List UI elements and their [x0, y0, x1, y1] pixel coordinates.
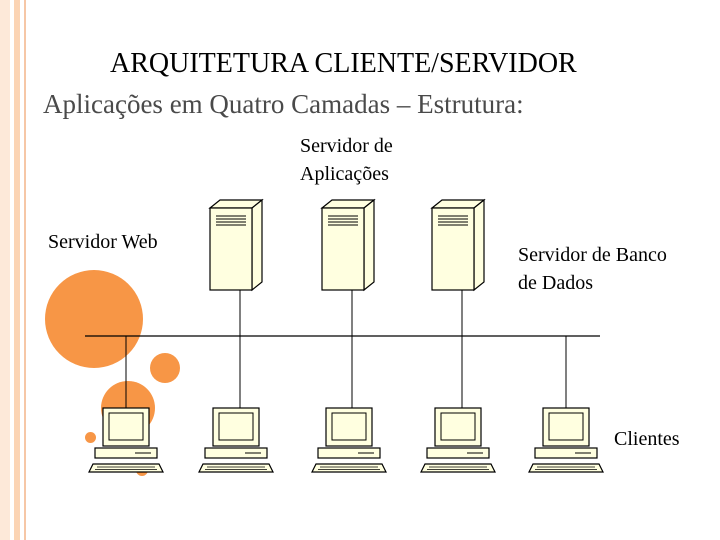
- decor-circle-small: [85, 432, 96, 443]
- decor-stripe-1: [0, 0, 10, 540]
- client-pc-2-icon: [198, 407, 274, 473]
- web-server-label: Servidor Web: [48, 231, 158, 253]
- app-server-label-line2: Aplicações: [300, 163, 389, 185]
- decor-stripe-2: [14, 0, 20, 540]
- app-server-label-line1: Servidor de: [300, 135, 393, 157]
- slide-title: ARQUITETURA CLIENTE/SERVIDOR: [110, 48, 577, 79]
- decor-stripe-3: [24, 0, 26, 540]
- server-app-icon: [321, 199, 375, 291]
- decor-circle-large: [45, 270, 143, 368]
- client-pc-5-icon: [528, 407, 604, 473]
- db-server-label-line2: de Dados: [518, 272, 593, 294]
- client-pc-1-icon: [88, 407, 164, 473]
- client-pc-3-icon: [311, 407, 387, 473]
- clients-label: Clientes: [614, 428, 680, 450]
- decor-circle-medium: [150, 353, 180, 383]
- server-db-icon: [431, 199, 485, 291]
- server-web-icon: [209, 199, 263, 291]
- slide-subtitle: Aplicações em Quatro Camadas – Estrutura…: [43, 89, 524, 119]
- db-server-label-line1: Servidor de Banco: [518, 244, 667, 266]
- client-pc-4-icon: [420, 407, 496, 473]
